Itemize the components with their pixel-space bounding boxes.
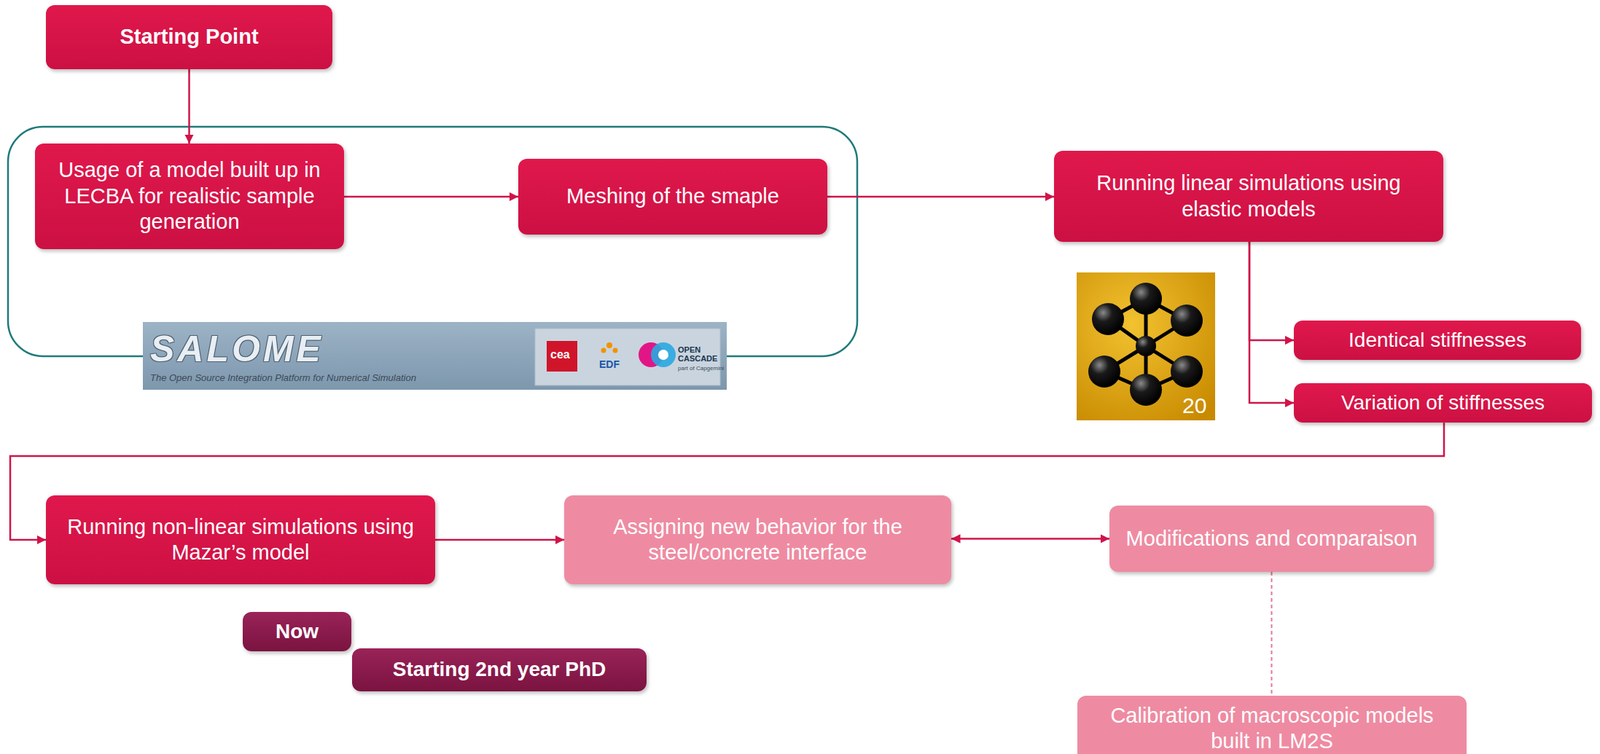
node-text: Starting Point xyxy=(119,24,259,50)
result-box: Variation of stiffnesses xyxy=(1293,383,1592,423)
arrow-connector xyxy=(1249,242,1294,341)
future-box: Modifications and comparaison xyxy=(1109,505,1434,573)
process-box: Running non-linear simulations using Maz… xyxy=(45,495,436,585)
logo-subtitle: The Open Source Integration Platform for… xyxy=(150,373,417,384)
logo-mark: EDF xyxy=(599,359,620,371)
icon-number: 20 xyxy=(1182,393,1207,418)
logo-mark: part of Capgemini xyxy=(677,365,724,373)
arrow-connector xyxy=(951,537,1110,541)
result-box: Identical stiffnesses xyxy=(1293,320,1582,361)
node-text: Running linear simulations using elastic… xyxy=(1067,170,1431,223)
dashed-connector xyxy=(1271,572,1273,697)
node-text: Starting 2nd year PhD xyxy=(392,657,607,683)
node-text: Calibration of macroscopic models built … xyxy=(1090,703,1454,754)
future-box: Assigning new behavior for the steel/con… xyxy=(564,495,952,585)
status-tag: Starting 2nd year PhD xyxy=(352,648,647,692)
arrow-connector xyxy=(435,539,565,542)
arrow-connector xyxy=(188,69,191,144)
status-tag: Now xyxy=(242,612,352,652)
logo-mark: cea xyxy=(550,348,571,362)
node-text: Now xyxy=(275,619,319,645)
node-text: Variation of stiffnesses xyxy=(1341,390,1545,416)
process-box: Usage of a model built up in LECBA for r… xyxy=(34,143,345,250)
node-text: Usage of a model built up in LECBA for r… xyxy=(48,157,331,235)
logo-mark: OPEN CASCADE xyxy=(677,345,722,364)
label-logo-name: SALOME xyxy=(150,329,324,370)
node-text: Modifications and comparaison xyxy=(1126,526,1418,552)
arrow-connector xyxy=(827,196,1055,199)
node-text: Assigning new behavior for the steel/con… xyxy=(577,514,939,567)
node-text: Identical stiffnesses xyxy=(1348,328,1527,353)
atom-icon xyxy=(1076,272,1216,421)
group-outline xyxy=(8,126,858,357)
process-box: Meshing of the smaple xyxy=(518,158,828,235)
arrow-connector xyxy=(344,196,519,199)
process-box: Running linear simulations using elastic… xyxy=(1054,150,1444,243)
node-text: Meshing of the smaple xyxy=(566,183,780,210)
arrow-connector xyxy=(1249,242,1294,404)
start-box: Starting Point xyxy=(45,5,333,70)
salome-logo xyxy=(142,322,727,390)
future-box: Calibration of macroscopic models built … xyxy=(1077,696,1467,754)
node-text: Running non-linear simulations using Maz… xyxy=(59,514,423,567)
